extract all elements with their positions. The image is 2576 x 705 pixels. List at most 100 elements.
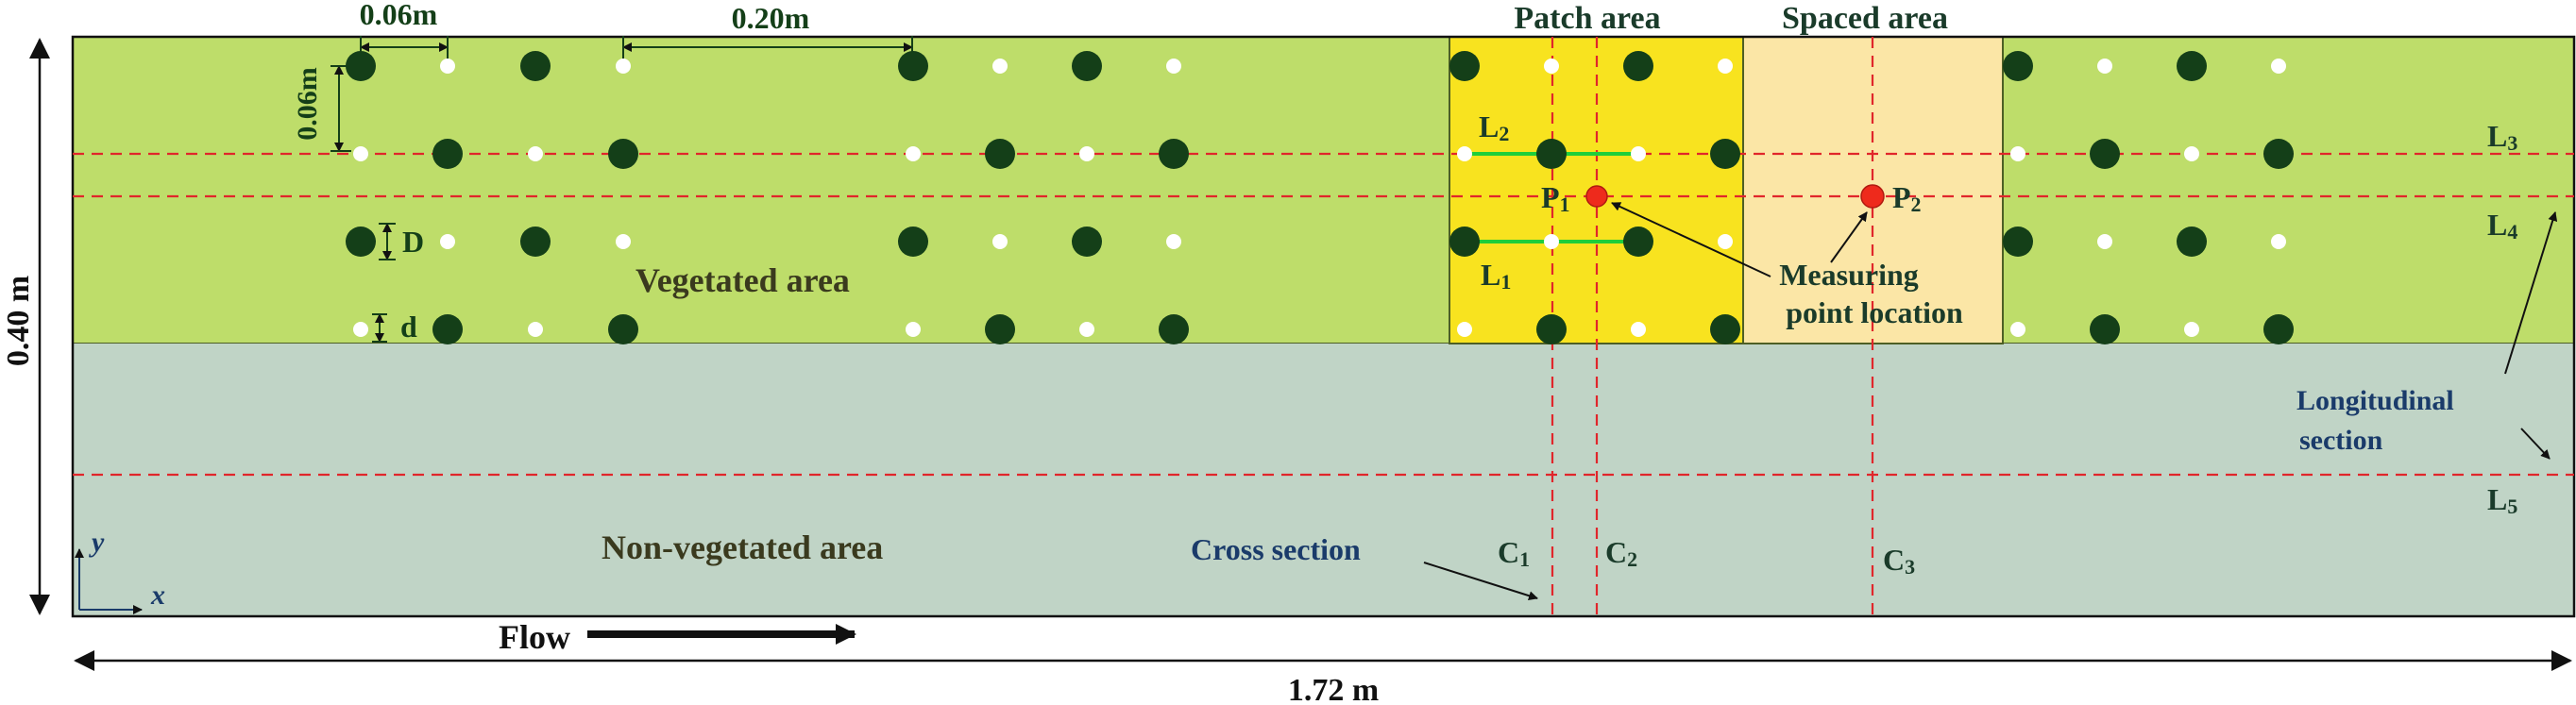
length-dim-label: 1.72 m (1288, 673, 1379, 705)
spacing-y-label: 0.06m (292, 67, 323, 141)
non-vegetated-region (73, 344, 2574, 616)
stem-white (1457, 322, 1472, 337)
stem-dark (2263, 139, 2294, 169)
label-p2: P2 (1892, 180, 1922, 216)
stem-white (2184, 322, 2199, 337)
stem-dark (346, 51, 376, 81)
point-p1 (1585, 185, 1608, 208)
label-c1: C1 (1498, 535, 1530, 571)
longitudinal-label-1: Longitudinal (2296, 385, 2454, 416)
group-gap-label: 0.20m (732, 1, 810, 35)
width-dim-label: 0.40 m (1, 276, 36, 366)
stem-white (1544, 59, 1559, 74)
label-c2: C2 (1605, 535, 1637, 571)
stem-white (992, 234, 1008, 249)
stem-dark (1710, 314, 1740, 344)
stem-dark (985, 314, 1015, 344)
stem-dark (1072, 51, 1102, 81)
label-l2: L2 (1479, 109, 1509, 145)
d-label: d (400, 310, 417, 344)
stem-white (1079, 322, 1094, 337)
stem-dark (1159, 314, 1189, 344)
stem-dark (1623, 227, 1653, 257)
stem-dark (1536, 139, 1567, 169)
stem-white (992, 59, 1008, 74)
stem-white (1457, 146, 1472, 161)
measuring-point-label-2: point location (1786, 295, 1963, 329)
stem-white (1631, 146, 1646, 161)
stem-dark (432, 314, 463, 344)
spacing-dimensions (330, 36, 913, 343)
stem-white (353, 322, 368, 337)
stem-dark (985, 139, 1015, 169)
stem-white (616, 234, 631, 249)
label-l1: L1 (1481, 258, 1511, 294)
vegetated-region (72, 36, 2575, 344)
stem-white (1079, 146, 1094, 161)
stem-dark (608, 314, 638, 344)
stem-dark (2177, 227, 2207, 257)
stem-dark (1159, 139, 1189, 169)
stem-white (906, 322, 921, 337)
label-p1: P1 (1541, 180, 1570, 216)
stem-dark (346, 227, 376, 257)
stem-dark (2090, 139, 2120, 169)
stem-white (1166, 59, 1181, 74)
stem-white (2271, 234, 2286, 249)
vegetated-area-label: Vegetated area (636, 261, 850, 299)
axis-x-label: x (150, 579, 165, 611)
label-l5: L5 (2487, 482, 2517, 518)
stem-dark (2003, 227, 2033, 257)
stem-white (440, 59, 455, 74)
stem-dark (1623, 51, 1653, 81)
stem-white (2097, 59, 2112, 74)
point-p2 (1860, 184, 1885, 209)
stem-white (1166, 234, 1181, 249)
stem-white (2271, 59, 2286, 74)
stem-white (1718, 234, 1733, 249)
stem-white (528, 322, 543, 337)
stem-dark (2090, 314, 2120, 344)
label-c3: C3 (1883, 543, 1915, 579)
stem-white (528, 146, 543, 161)
stem-white (906, 146, 921, 161)
stem-dark (898, 227, 928, 257)
stem-white (2097, 234, 2112, 249)
leader-arrows (1423, 202, 2558, 601)
longitudinal-label-2: section (2299, 425, 2383, 456)
stem-dark (432, 139, 463, 169)
spacing-x-label: 0.06m (360, 0, 438, 31)
stem-dark (1449, 51, 1480, 81)
flow-label: Flow (499, 618, 570, 656)
stem-white (353, 146, 368, 161)
stem-dark (520, 51, 551, 81)
stem-dark (608, 139, 638, 169)
coordinate-axes (75, 548, 143, 614)
stem-dark (1072, 227, 1102, 257)
D-label: D (402, 225, 424, 259)
cross-section-label: Cross section (1191, 532, 1361, 566)
stem-dark (2177, 51, 2207, 81)
stem-white (1631, 322, 1646, 337)
longitudinal-lines (73, 152, 2574, 477)
label-l3: L3 (2487, 119, 2517, 155)
stem-white (1544, 234, 1559, 249)
stem-white (1718, 59, 1733, 74)
stem-white (2010, 322, 2025, 337)
stem-dark (1449, 227, 1480, 257)
patch-area-label: Patch area (1514, 1, 1660, 36)
flume-outline (71, 35, 2576, 618)
axis-y-label: y (89, 527, 105, 558)
stem-white (2184, 146, 2199, 161)
vegetation-stems (346, 51, 2294, 344)
stem-white (616, 59, 631, 74)
stem-dark (2003, 51, 2033, 81)
measuring-point-label-1: Measuring (1779, 258, 1919, 292)
stem-dark (1710, 139, 1740, 169)
stem-dark (1536, 314, 1567, 344)
stem-white (440, 234, 455, 249)
non-vegetated-area-label: Non-vegetated area (602, 529, 883, 566)
spaced-area-label: Spaced area (1782, 1, 1948, 36)
stem-dark (520, 227, 551, 257)
stem-dark (898, 51, 928, 81)
